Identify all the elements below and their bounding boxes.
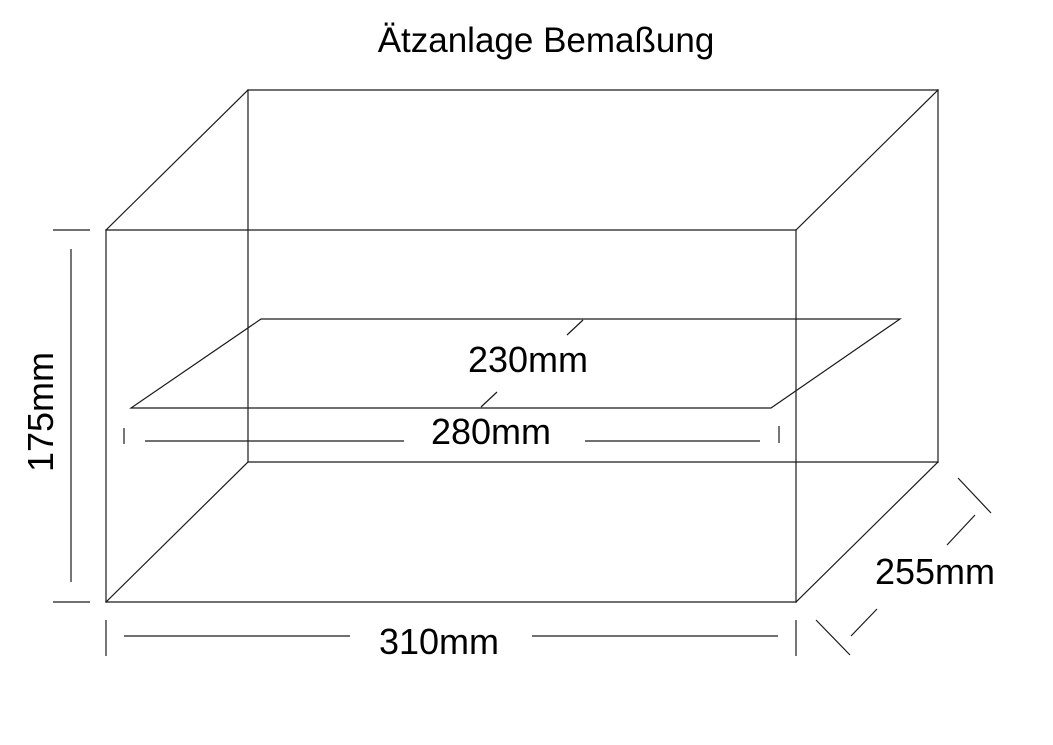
box-depth-edges — [105, 89, 939, 603]
plate-depth-leader — [480, 319, 584, 408]
width-dimension-line — [105, 620, 797, 656]
height-dimension-line — [53, 229, 90, 603]
drawing-title: Ätzanlage Bemaßung — [378, 21, 715, 60]
inner-plate — [129, 318, 902, 409]
depth-label: 255mm — [875, 551, 995, 592]
box-front-face — [105, 229, 797, 603]
depth-dimension-line — [815, 477, 992, 656]
plate-width-label: 280mm — [431, 411, 551, 452]
width-label: 310mm — [379, 621, 499, 662]
plate-width-dimension-line — [123, 426, 780, 444]
plate-depth-label: 230mm — [468, 339, 588, 380]
height-label: 175mm — [20, 352, 61, 472]
box-back-face — [247, 89, 939, 463]
